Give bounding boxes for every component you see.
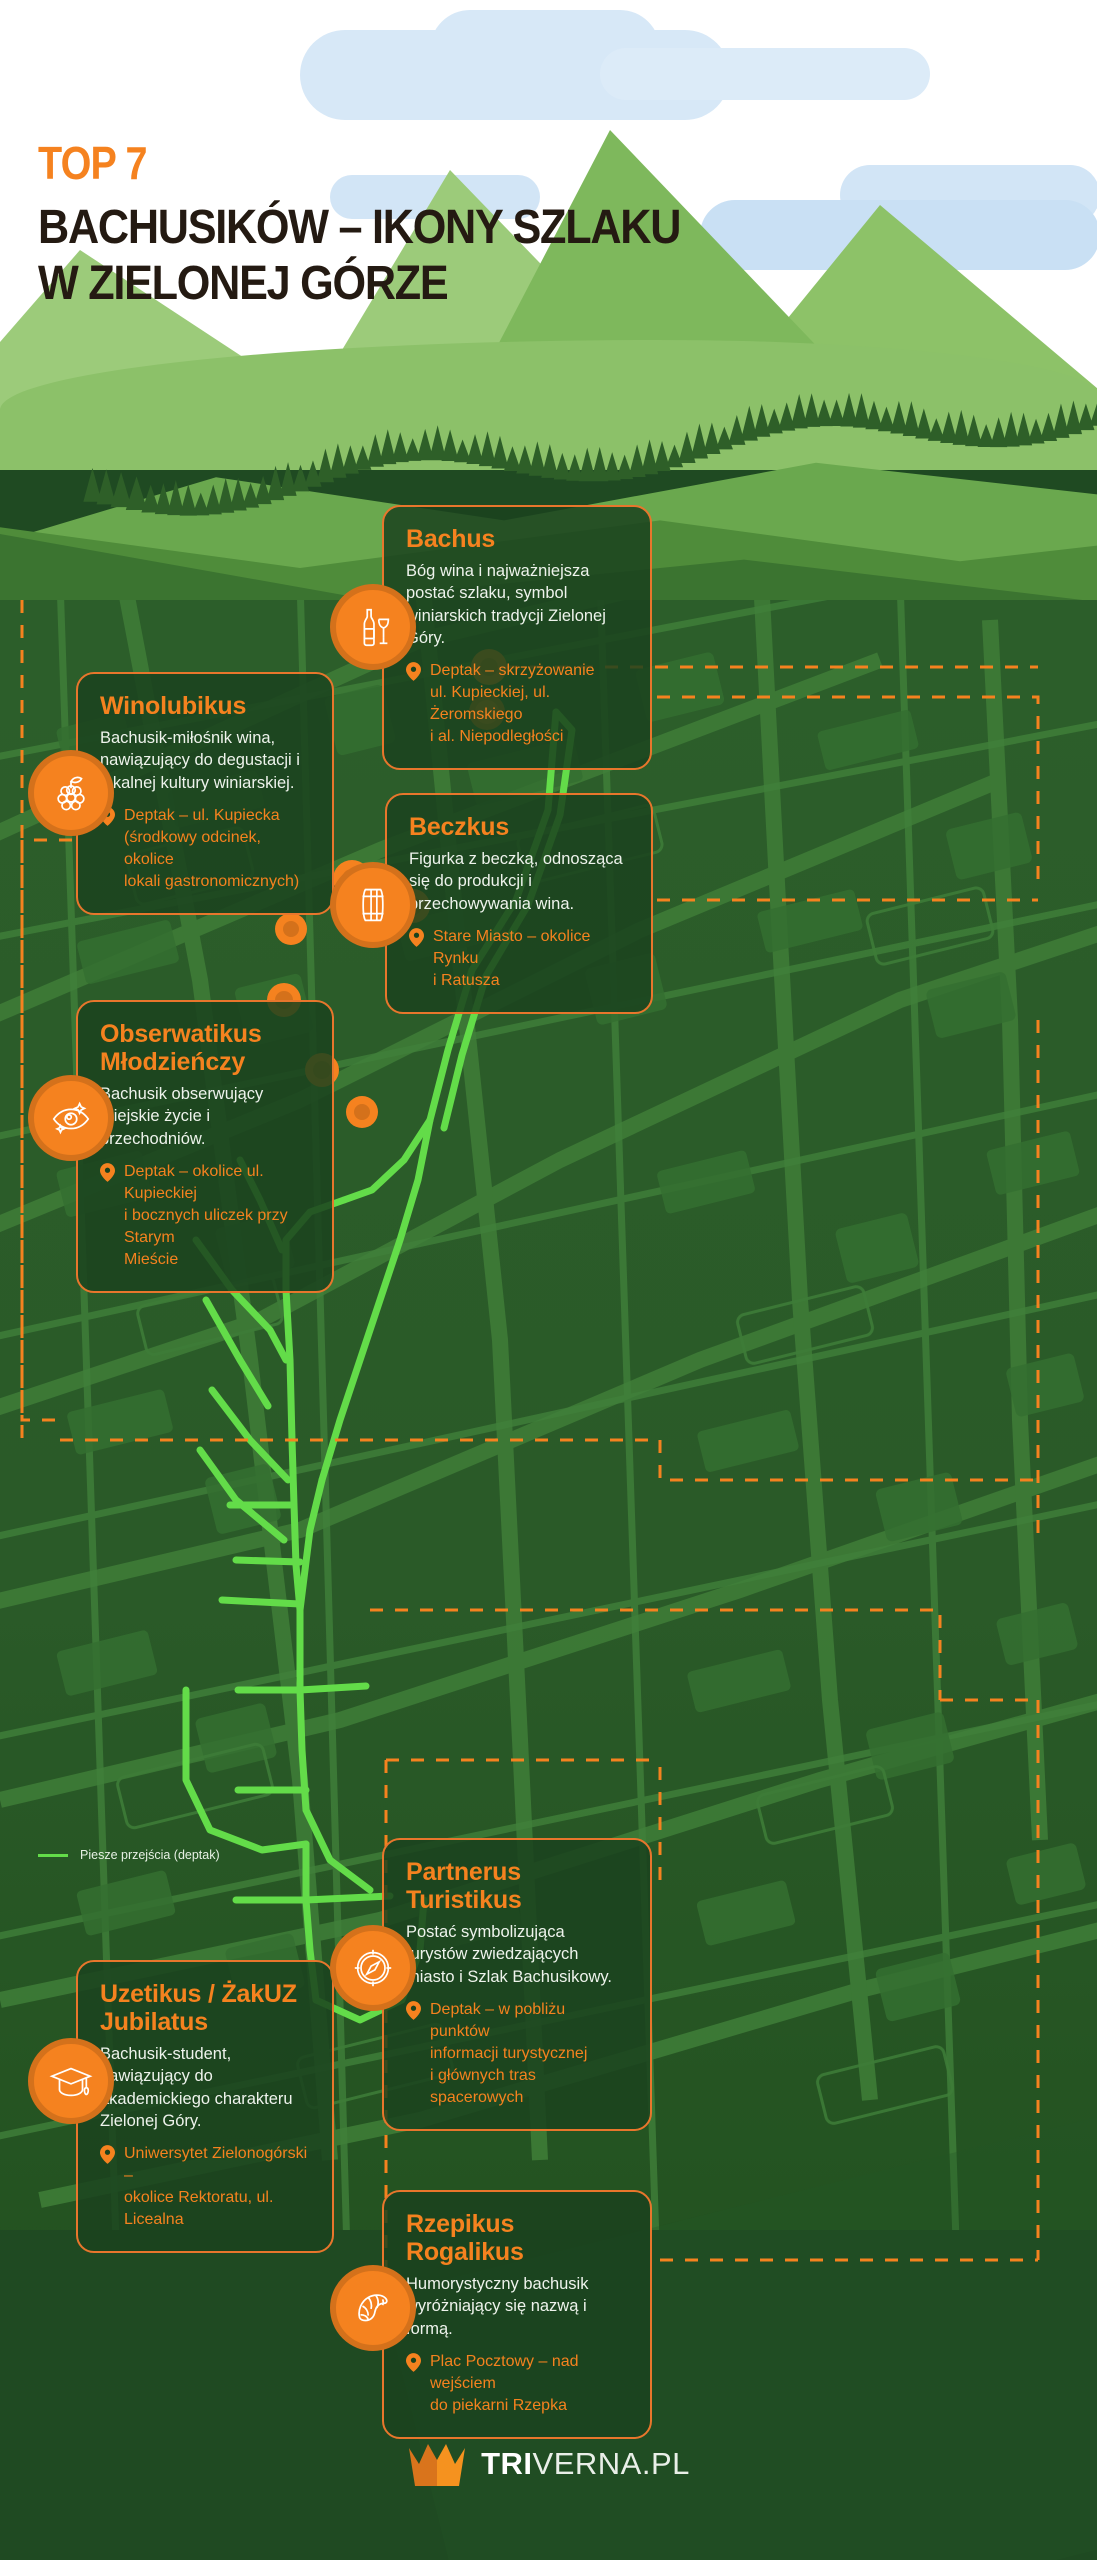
card-location: Deptak – skrzyżowanie ul. Kupieckiej, ul… (406, 660, 628, 748)
location-text: Deptak – ul. Kupiecka (środkowy odcinek,… (124, 806, 300, 891)
badge-grapes (28, 750, 114, 836)
crown-icon (409, 2444, 466, 2486)
tree-line-icon (83, 392, 1097, 516)
location-text: Deptak – okolice ul. Kupieckiej i boczny… (124, 1162, 288, 1269)
footer-logo[interactable]: TRIVERNA.PL (0, 2440, 1097, 2488)
graduation-cap-icon (49, 2067, 93, 2097)
card-description: Bóg wina i najważniejsza postać szlaku, … (406, 562, 606, 647)
croissant-icon (358, 2294, 388, 2322)
card-description: Humorystyczny bachusik wyróżniający się … (406, 2275, 589, 2338)
badge-barrel (330, 862, 416, 948)
eye-icon (52, 1101, 90, 1135)
headline: BACHUSIKÓW – IKONY SZLAKU W ZIELONEJ GÓR… (38, 201, 681, 310)
map-pin-icon (406, 2352, 421, 2372)
card-title: Uzetikus / ŻakUZ Jubilatus (100, 1980, 297, 2036)
badge-wine-bottle-glass (330, 584, 416, 670)
card-description: Bachusik-student, nawiązujący do akademi… (100, 2045, 293, 2130)
map-pin-icon (100, 1162, 115, 1182)
card-location: Plac Pocztowy – nad wejściem do piekarni… (406, 2351, 628, 2417)
card-rzepikus-rogalikus[interactable]: Rzepikus Rogalikus Humorystyczny bachusi… (382, 2190, 652, 2440)
card-title: Partnerus Turistikus (406, 1858, 522, 1914)
card-obserwatikus[interactable]: Obserwatikus Młodzieńczy Bachusik obserw… (76, 1000, 334, 1294)
card-location: Deptak – w pobliżu punktów informacji tu… (406, 1999, 628, 2109)
location-text: Uniwersytet Zielonogórski – okolice Rekt… (124, 2145, 308, 2229)
brand-tri: TRI (481, 2446, 533, 2481)
map-pin-icon (409, 927, 424, 947)
badge-graduation-cap (28, 2038, 114, 2124)
card-title: Obserwatikus Młodzieńczy (100, 1020, 262, 1076)
badge-compass (330, 1925, 416, 2011)
map-pin-icon (100, 2145, 115, 2164)
wine-bottle-glass-icon (363, 608, 390, 647)
location-text: Deptak – skrzyżowanie ul. Kupieckiej, ul… (430, 662, 595, 746)
card-title: Bachus (406, 525, 496, 553)
card-description: Bachusik obserwujący miejskie życie i pr… (100, 1085, 264, 1148)
card-beczkus[interactable]: Beczkus Figurka z beczką, odnosząca się … (385, 793, 653, 1015)
card-description: Bachusik-miłośnik wina, nawiązujący do d… (100, 729, 300, 792)
location-text: Plac Pocztowy – nad wejściem do piekarni… (430, 2352, 579, 2414)
eyebrow-top7: TOP 7 (38, 137, 147, 189)
card-title: Rzepikus Rogalikus (406, 2210, 524, 2266)
legend-label: Piesze przejścia (deptak) (80, 1848, 220, 1862)
card-title: Winolubikus (100, 692, 247, 720)
grapes-icon (57, 776, 85, 811)
card-location: Stare Miasto – okolice Rynku i Ratusza (409, 926, 629, 992)
location-text: Deptak – w pobliżu punktów informacji tu… (430, 2000, 588, 2107)
card-partnerus-turistikus[interactable]: Partnerus Turistikus Postać symbolizując… (382, 1838, 652, 2132)
brand-verna: VERNA.PL (532, 2446, 690, 2481)
card-winolubikus[interactable]: Winolubikus Bachusik-miłośnik wina, nawi… (76, 672, 334, 916)
card-location: Uniwersytet Zielonogórski – okolice Rekt… (100, 2143, 310, 2231)
badge-eye (28, 1075, 114, 1161)
barrel-icon (362, 888, 384, 922)
hill-band (0, 340, 1097, 470)
brand-wordmark: TRIVERNA.PL (481, 2446, 690, 2482)
page-title: TOP 7 BACHUSIKÓW – IKONY SZLAKU W ZIELON… (38, 140, 751, 311)
location-text: Stare Miasto – okolice Rynku i Ratusza (433, 927, 591, 989)
map-pin-icon (406, 2000, 421, 2020)
card-bachus[interactable]: Bachus Bóg wina i najważniejsza postać s… (382, 505, 652, 771)
card-uzetikus-jubilatus[interactable]: Uzetikus / ŻakUZ Jubilatus Bachusik-stud… (76, 1960, 334, 2254)
legend-line-swatch (38, 1853, 68, 1857)
card-location: Deptak – okolice ul. Kupieckiej i boczny… (100, 1161, 310, 1271)
map-legend: Piesze przejścia (deptak) (38, 1848, 220, 1862)
card-description: Postać symbolizująca turystów zwiedzając… (406, 1923, 613, 1986)
map-pin-icon (406, 662, 421, 681)
card-title: Beczkus (409, 813, 510, 841)
compass-icon (354, 1949, 392, 1987)
badge-croissant (330, 2265, 416, 2351)
card-description: Figurka z beczką, odnosząca się do produ… (409, 850, 623, 913)
cloud-shape (600, 48, 930, 100)
card-location: Deptak – ul. Kupiecka (środkowy odcinek,… (100, 805, 310, 893)
